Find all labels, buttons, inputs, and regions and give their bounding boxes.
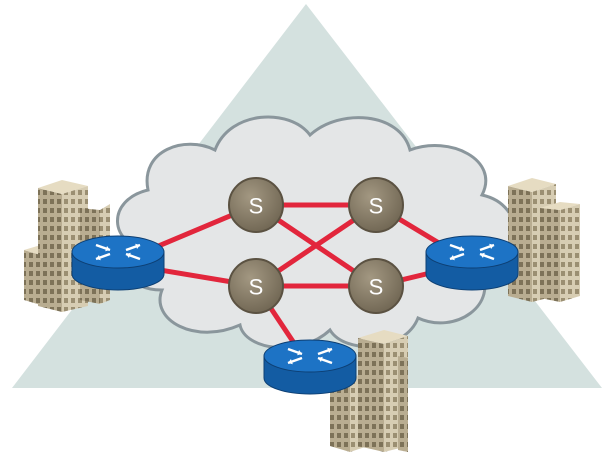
network-cloud (116, 115, 517, 350)
switch-label: S (249, 194, 264, 219)
router-icon (263, 339, 357, 395)
switch-node-s4: S (348, 258, 404, 314)
switch-group: S S S S (228, 177, 404, 314)
building-bottom-icon (330, 330, 408, 452)
switch-node-s2: S (348, 177, 404, 233)
building-left-icon (24, 180, 110, 312)
router-icon (71, 235, 165, 291)
switch-node-s3: S (228, 258, 284, 314)
switch-label: S (369, 275, 384, 300)
router-group (71, 235, 519, 395)
switch-label: S (249, 275, 264, 300)
router-icon (425, 235, 519, 291)
building-right-icon (508, 178, 580, 302)
switch-node-s1: S (228, 177, 284, 233)
switch-label: S (369, 194, 384, 219)
